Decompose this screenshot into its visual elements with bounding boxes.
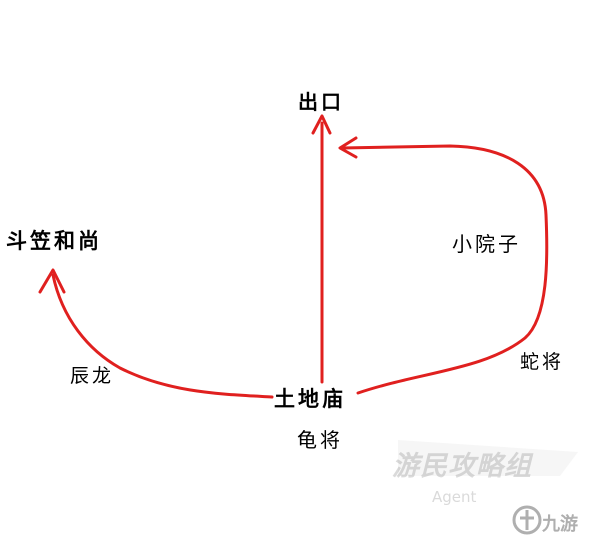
- arrowhead-exit: [311, 114, 332, 135]
- logo-text: 九游: [542, 514, 578, 535]
- route-path-to-monk: [51, 273, 274, 399]
- node-turtle-general: 龟将: [297, 428, 343, 452]
- route-path-via-yard: [340, 144, 549, 395]
- arrowhead-yard-exit: [338, 136, 358, 159]
- logo-icon: [512, 505, 542, 535]
- node-monk: 斗笠和尚: [6, 228, 102, 253]
- watermark-text: 游民攻略组: [392, 451, 532, 482]
- watermark-swoosh: [398, 440, 578, 476]
- node-exit: 出口: [298, 90, 344, 114]
- node-temple: 土地庙: [274, 386, 346, 411]
- arrowhead-monk: [38, 268, 66, 294]
- node-snake-general: 蛇将: [520, 351, 565, 373]
- node-yard: 小院子: [452, 232, 521, 256]
- watermark-subtext: Agent: [432, 488, 477, 506]
- node-dragon: 辰龙: [70, 365, 115, 387]
